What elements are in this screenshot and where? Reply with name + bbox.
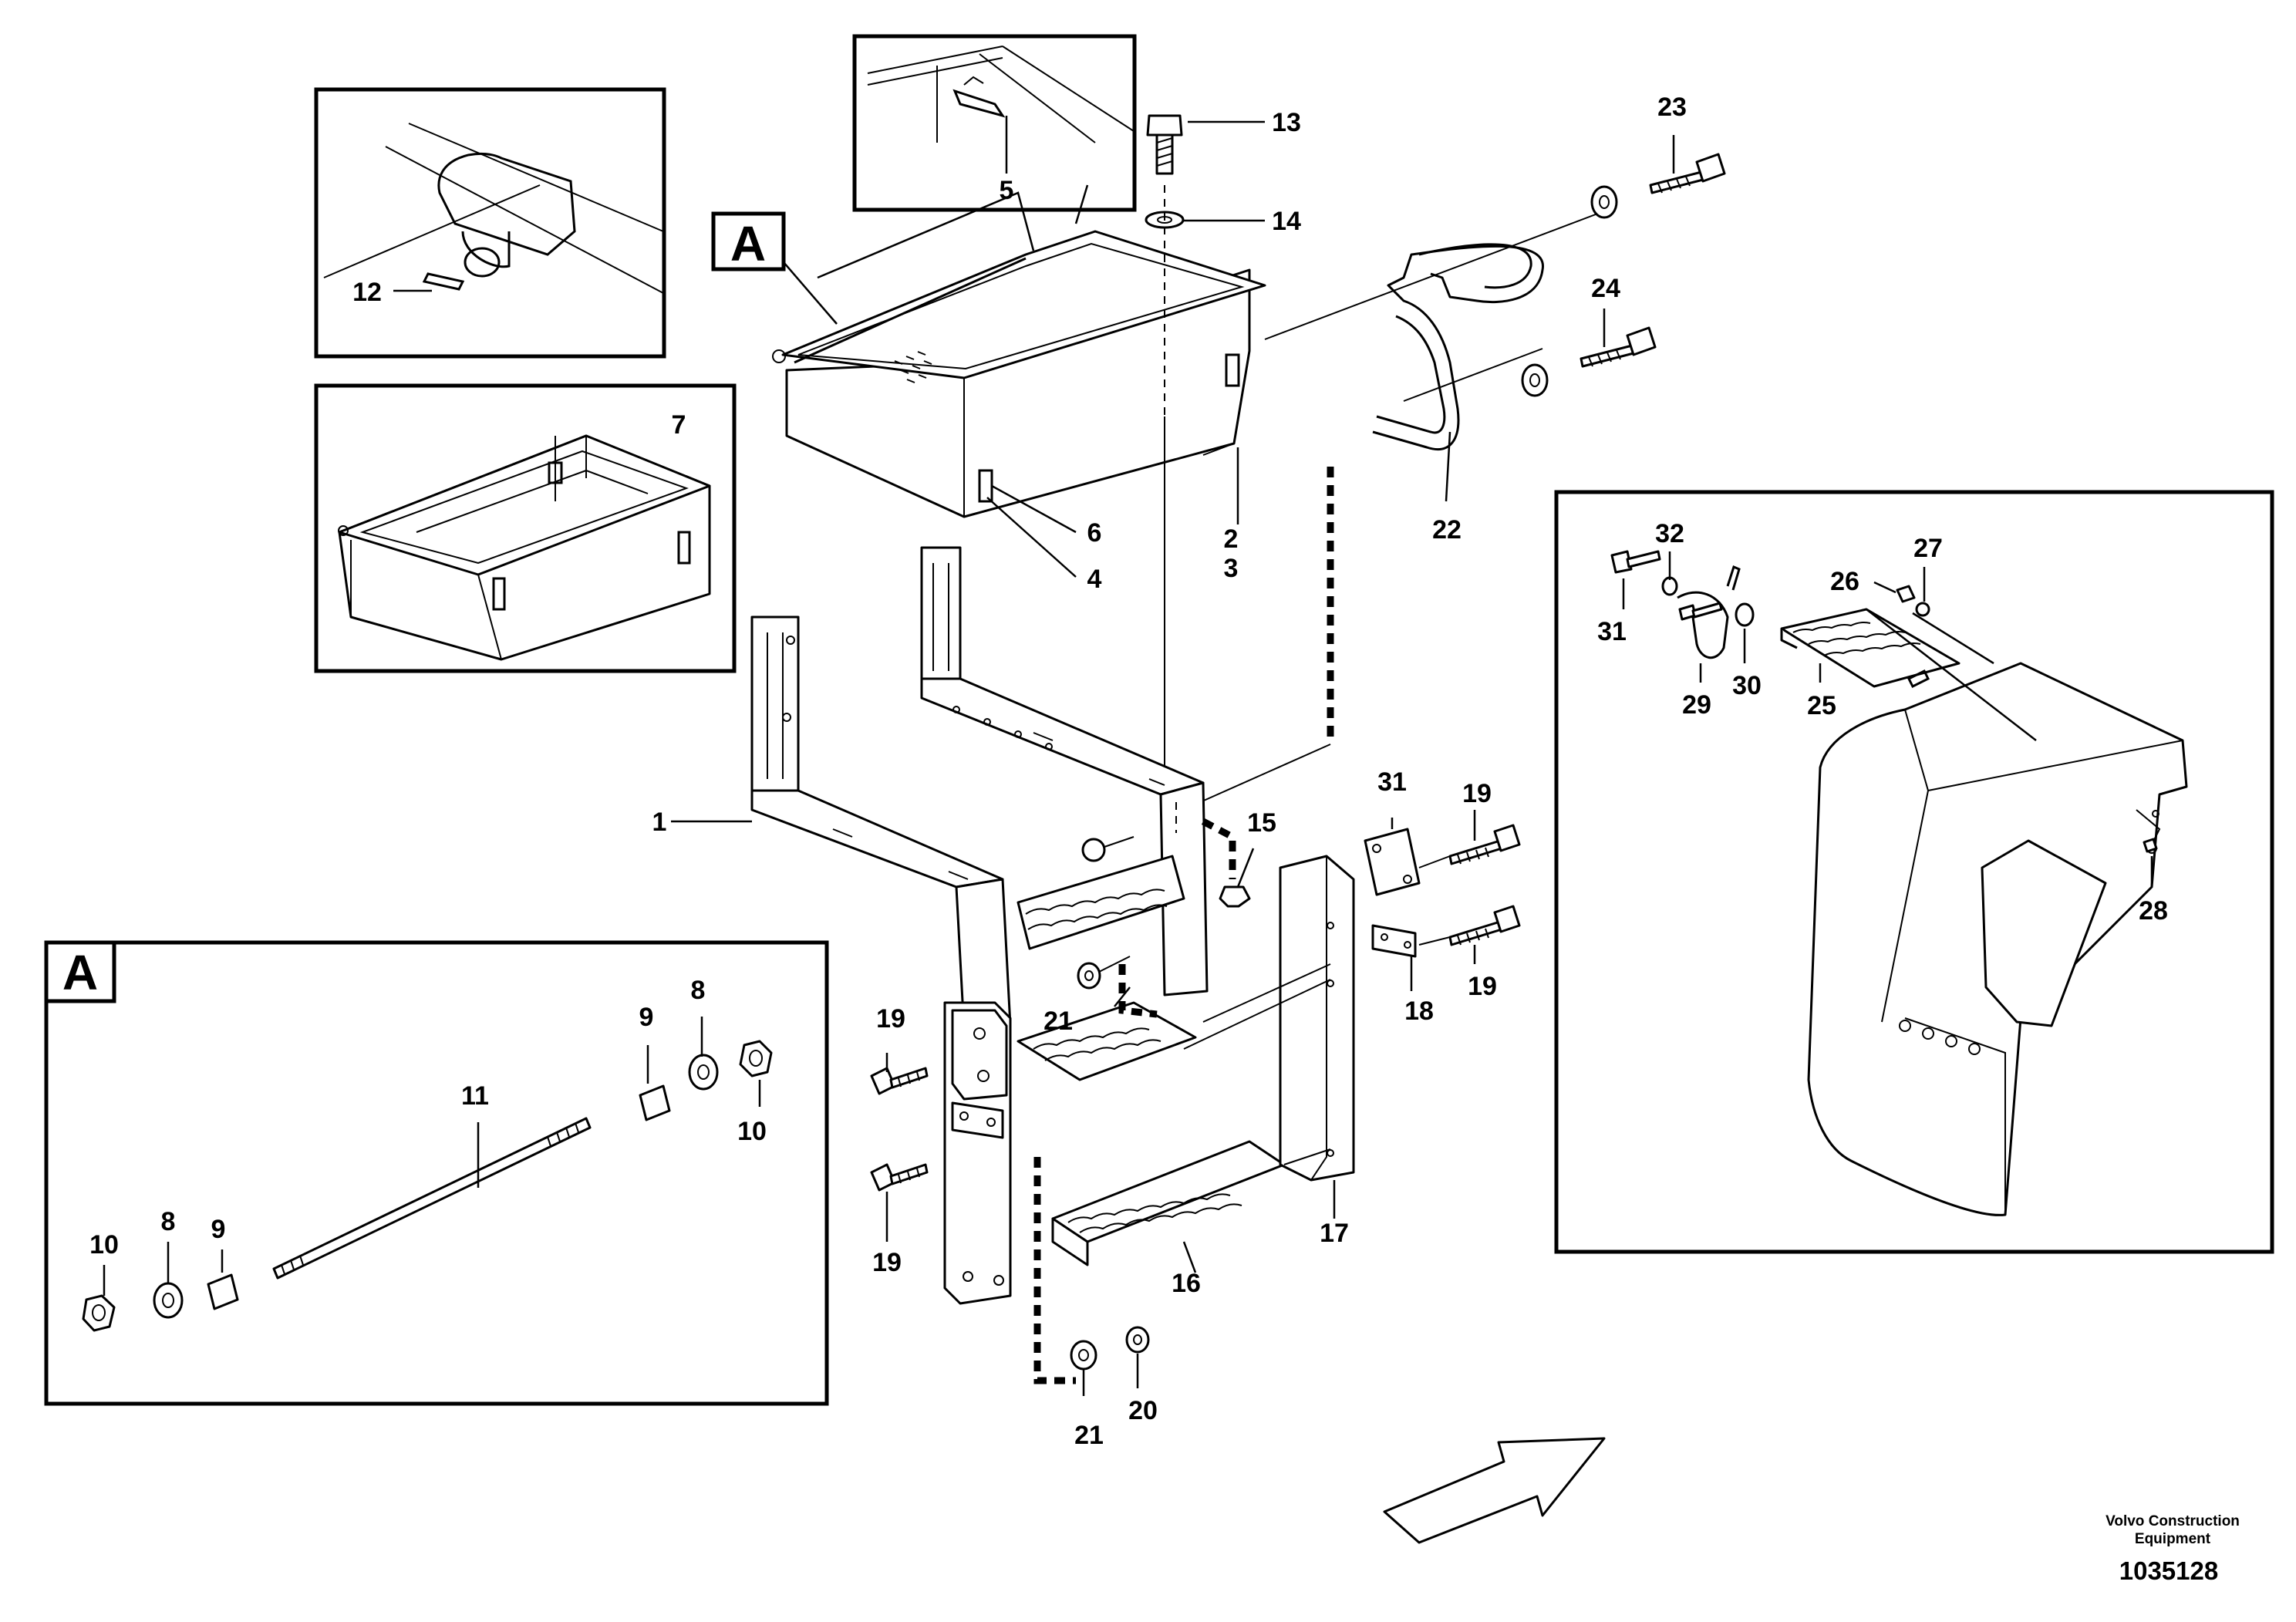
bolt-13-washer-14 bbox=[1145, 114, 1265, 802]
handrail-22 bbox=[1191, 135, 1726, 807]
part-labels: 1 2 3 4 5 6 7 8 8 9 9 10 10 11 12 13 14 … bbox=[89, 93, 2168, 1450]
label-part-9-left: 9 bbox=[211, 1215, 226, 1244]
label-part-15: 15 bbox=[1247, 808, 1276, 838]
label-part-20: 20 bbox=[1128, 1396, 1158, 1425]
label-part-2: 2 bbox=[1224, 524, 1239, 554]
label-part-21-upper: 21 bbox=[1043, 1007, 1073, 1036]
label-part-31-center: 31 bbox=[1377, 767, 1407, 797]
label-part-17: 17 bbox=[1320, 1219, 1349, 1248]
label-part-3: 3 bbox=[1224, 554, 1239, 583]
label-part-11: 11 bbox=[461, 1081, 489, 1111]
label-part-9-right: 9 bbox=[639, 1003, 654, 1032]
lower-side-plate bbox=[943, 1001, 1076, 1384]
label-part-22: 22 bbox=[1432, 515, 1462, 545]
label-part-1: 1 bbox=[652, 808, 667, 837]
document-number: 1035128 bbox=[2119, 1556, 2218, 1585]
ladder-frame bbox=[671, 546, 1209, 1031]
label-part-5: 5 bbox=[1000, 176, 1014, 205]
label-part-10-left: 10 bbox=[89, 1230, 119, 1259]
label-part-8-right: 8 bbox=[691, 976, 706, 1005]
inset-hinge-detail bbox=[852, 34, 1137, 212]
label-part-26: 26 bbox=[1830, 567, 1859, 596]
detail-box-a: A bbox=[44, 940, 829, 1406]
label-part-31-fender: 31 bbox=[1597, 617, 1627, 646]
inset-pin-detail bbox=[314, 87, 666, 359]
label-part-7: 7 bbox=[672, 410, 686, 440]
label-part-19-mid-right: 19 bbox=[1468, 972, 1497, 1001]
label-part-24: 24 bbox=[1591, 274, 1620, 303]
credit-line-2: Equipment bbox=[2135, 1531, 2211, 1547]
label-part-21-lower: 21 bbox=[1074, 1421, 1104, 1450]
plate-31-bracket-18 bbox=[1364, 818, 1451, 991]
ladder-steps bbox=[1017, 855, 1286, 1273]
label-part-23: 23 bbox=[1657, 93, 1687, 122]
footer: Volvo Construction Equipment 1035128 bbox=[2106, 1513, 2240, 1585]
label-part-4: 4 bbox=[1087, 565, 1102, 594]
detail-box-fender bbox=[1554, 490, 2274, 1254]
label-part-6: 6 bbox=[1087, 518, 1102, 548]
label-part-14: 14 bbox=[1272, 207, 1301, 236]
label-part-18: 18 bbox=[1404, 996, 1434, 1026]
post-17 bbox=[1183, 855, 1355, 1219]
label-part-28: 28 bbox=[2139, 896, 2168, 926]
label-part-32: 32 bbox=[1655, 519, 1684, 548]
label-part-10-right: 10 bbox=[737, 1117, 767, 1146]
detail-box-a-letter: A bbox=[62, 945, 98, 1000]
label-part-13: 13 bbox=[1272, 108, 1301, 137]
label-part-12: 12 bbox=[352, 278, 382, 307]
bolts-19-right bbox=[1448, 810, 1521, 964]
label-part-19-upper-left: 19 bbox=[876, 1004, 905, 1034]
callout-box-a: A bbox=[711, 211, 838, 325]
direction-arrow bbox=[1383, 1437, 1606, 1544]
callout-box-a-letter: A bbox=[730, 216, 766, 271]
inset-open-box bbox=[314, 383, 737, 673]
label-part-27: 27 bbox=[1913, 534, 1943, 563]
label-part-16: 16 bbox=[1172, 1269, 1201, 1298]
label-part-19-top-right: 19 bbox=[1462, 779, 1492, 808]
label-part-8-left: 8 bbox=[161, 1207, 176, 1236]
label-part-19-lower-left: 19 bbox=[872, 1248, 902, 1277]
bolts-19-left bbox=[870, 1053, 929, 1242]
washers-21-nut-15 bbox=[1070, 818, 1255, 1396]
toolbox-assembly bbox=[772, 184, 1266, 578]
label-part-29: 29 bbox=[1682, 690, 1711, 720]
credit-line-1: Volvo Construction bbox=[2106, 1513, 2240, 1529]
label-part-25: 25 bbox=[1807, 691, 1836, 720]
label-part-30: 30 bbox=[1732, 671, 1762, 700]
